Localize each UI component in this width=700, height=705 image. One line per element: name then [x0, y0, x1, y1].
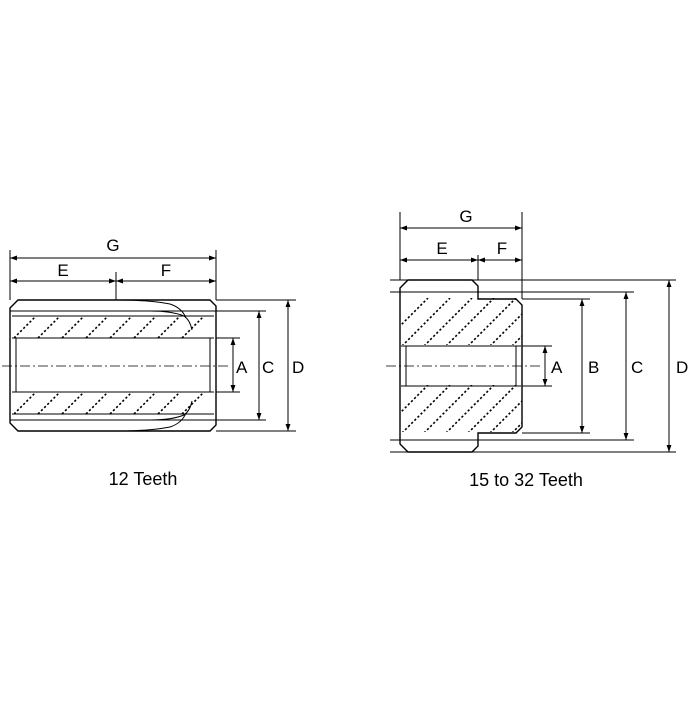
- left-label-g: G: [106, 236, 119, 255]
- right-label-a: A: [551, 358, 563, 377]
- left-body-outline: [9, 299, 217, 432]
- right-body-outline: [399, 279, 523, 453]
- right-label-e: E: [436, 239, 447, 258]
- right-hatch-top: [401, 298, 522, 345]
- left-hatch-top: [14, 316, 205, 338]
- left-tooth-curve-top-1: [115, 299, 187, 319]
- left-label-c: C: [262, 358, 274, 377]
- right-label-f: F: [497, 239, 507, 258]
- left-tooth-curve-top-2: [149, 310, 193, 331]
- right-label-g: G: [459, 207, 472, 226]
- right-label-d: D: [676, 358, 688, 377]
- left-label-e: E: [57, 261, 68, 280]
- right-label-c: C: [631, 358, 643, 377]
- left-gear-view: G E F A C D 12 Teeth: [2, 236, 304, 489]
- left-tooth-curve-bottom-1: [115, 412, 187, 432]
- right-caption: 15 to 32 Teeth: [469, 470, 583, 490]
- left-label-d: D: [292, 358, 304, 377]
- left-tooth-curve-bottom-2: [149, 400, 193, 421]
- left-label-f: F: [161, 261, 171, 280]
- right-gear-view: G E F A B C D 15 to 32 Teeth: [386, 207, 688, 490]
- left-caption: 12 Teeth: [109, 469, 178, 489]
- left-label-a: A: [236, 358, 248, 377]
- right-hatch-bottom: [401, 385, 522, 432]
- right-label-b: B: [588, 358, 599, 377]
- left-hatch-bottom: [14, 392, 205, 414]
